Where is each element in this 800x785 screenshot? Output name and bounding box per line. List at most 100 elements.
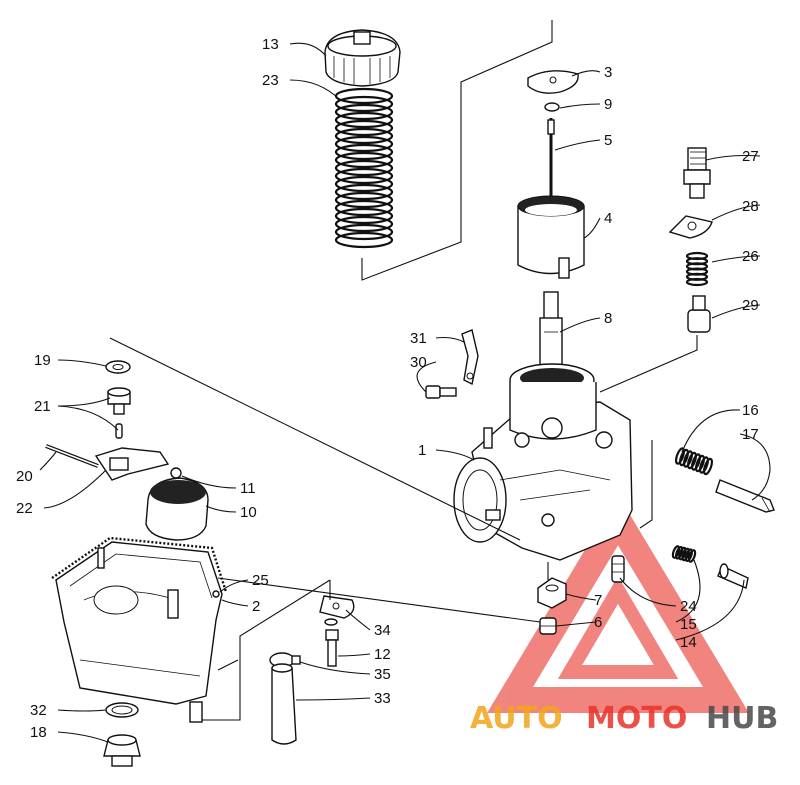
spring-coil — [684, 548, 694, 563]
spring-16 — [674, 447, 714, 476]
callout-3: 3 — [604, 64, 612, 81]
washer-19 — [105, 360, 131, 374]
callout-5: 5 — [604, 132, 612, 149]
callout-35: 35 — [374, 666, 391, 683]
screw-30 — [425, 385, 457, 399]
watermark-logo — [487, 494, 749, 713]
spring-coil — [334, 159, 394, 177]
spring-coil — [334, 103, 394, 121]
main-jet-6 — [539, 617, 557, 635]
spring-coil — [334, 231, 394, 249]
spring-coil — [681, 547, 690, 562]
callout-29: 29 — [742, 297, 759, 314]
callout-30: 30 — [410, 354, 427, 371]
plunger-29 — [687, 295, 711, 333]
gasket-25 — [51, 536, 228, 593]
watermark-text: AUTO MOTO HUB — [470, 701, 778, 736]
callout-9: 9 — [604, 96, 612, 113]
spring-coil — [671, 545, 681, 559]
callout-22: 22 — [16, 500, 33, 517]
pin-20 — [45, 444, 99, 468]
callout-14: 14 — [680, 634, 697, 651]
spring-coil — [334, 175, 394, 193]
pilot-screw-17 — [715, 479, 775, 513]
spring-coil — [334, 215, 394, 233]
jet-24 — [611, 555, 625, 583]
leader-seat-body — [109, 337, 521, 541]
callout-8: 8 — [604, 310, 612, 327]
o-ring-32 — [105, 702, 139, 718]
carburetor-body-1 — [453, 363, 633, 561]
slide-piston-8 — [539, 291, 563, 375]
callout-32: 32 — [30, 702, 47, 719]
cap-13 — [324, 29, 401, 87]
group-bracket-top — [361, 20, 553, 281]
needle-seat-21 — [107, 387, 131, 439]
spring-coil — [678, 448, 690, 467]
spring-coil — [334, 143, 394, 161]
spring-coil — [334, 199, 394, 217]
spring-coil — [685, 277, 709, 287]
callout-28: 28 — [742, 198, 759, 215]
spring-coil — [687, 549, 697, 563]
spring-coil — [702, 457, 714, 476]
spring-coil — [674, 447, 686, 465]
spring-coil — [334, 223, 394, 241]
callout-23: 23 — [262, 72, 279, 89]
leader-pilot — [639, 440, 653, 529]
spring-coil — [334, 95, 394, 113]
float-pin-11 — [170, 467, 182, 479]
nut-7 — [537, 577, 567, 609]
callout-4: 4 — [604, 210, 612, 227]
callout-15: 15 — [680, 616, 697, 633]
callout-33: 33 — [374, 690, 391, 707]
screw-14 — [717, 563, 749, 589]
spring-coil — [334, 207, 394, 225]
throttle-valve-4 — [517, 195, 585, 279]
callout-18: 18 — [30, 724, 47, 741]
spring-coil — [334, 167, 394, 185]
spring-coil — [334, 135, 394, 153]
jet-needle-5 — [547, 118, 555, 200]
e-clip-9 — [544, 102, 560, 112]
spring-coil — [682, 450, 694, 468]
hose-33 — [271, 663, 297, 745]
watermark-auto: AUTO — [470, 701, 563, 736]
spring-coil — [334, 111, 394, 129]
callout-19: 19 — [34, 352, 51, 369]
callout-34: 34 — [374, 622, 391, 639]
adjuster-27 — [683, 147, 711, 199]
callout-16: 16 — [742, 402, 759, 419]
plate-28 — [668, 215, 713, 239]
callout-24: 24 — [680, 598, 697, 615]
callout-12: 12 — [374, 646, 391, 663]
leader-bowl-body — [217, 577, 541, 623]
spring-coil — [678, 546, 687, 561]
callout-25: 25 — [252, 572, 269, 589]
callout-10: 10 — [240, 504, 257, 521]
callout-labels: 13 23 3 9 5 4 27 28 26 29 8 31 30 1 16 1… — [16, 36, 759, 741]
callout-31: 31 — [410, 330, 427, 347]
spring-coil — [334, 191, 394, 209]
leader-bowl-2 — [217, 659, 239, 671]
spring-coil — [334, 151, 394, 169]
callout-leaders — [39, 42, 771, 743]
callout-20: 20 — [16, 468, 33, 485]
spring-coil — [334, 119, 394, 137]
spring-26 — [685, 251, 709, 287]
spring-coil — [334, 183, 394, 201]
watermark-moto: MOTO — [586, 701, 687, 736]
watermark-hub: HUB — [706, 701, 778, 736]
spring-coil — [694, 454, 706, 473]
float-bowl — [55, 541, 223, 723]
callout-27: 27 — [742, 148, 759, 165]
leader-29-body — [599, 335, 698, 393]
float-arm-22 — [94, 447, 170, 481]
float-10 — [145, 477, 209, 541]
callout-1: 1 — [418, 442, 426, 459]
drain-plug-18 — [103, 734, 141, 767]
callout-26: 26 — [742, 248, 759, 265]
callout-6: 6 — [594, 614, 602, 631]
spring-15 — [671, 545, 697, 563]
